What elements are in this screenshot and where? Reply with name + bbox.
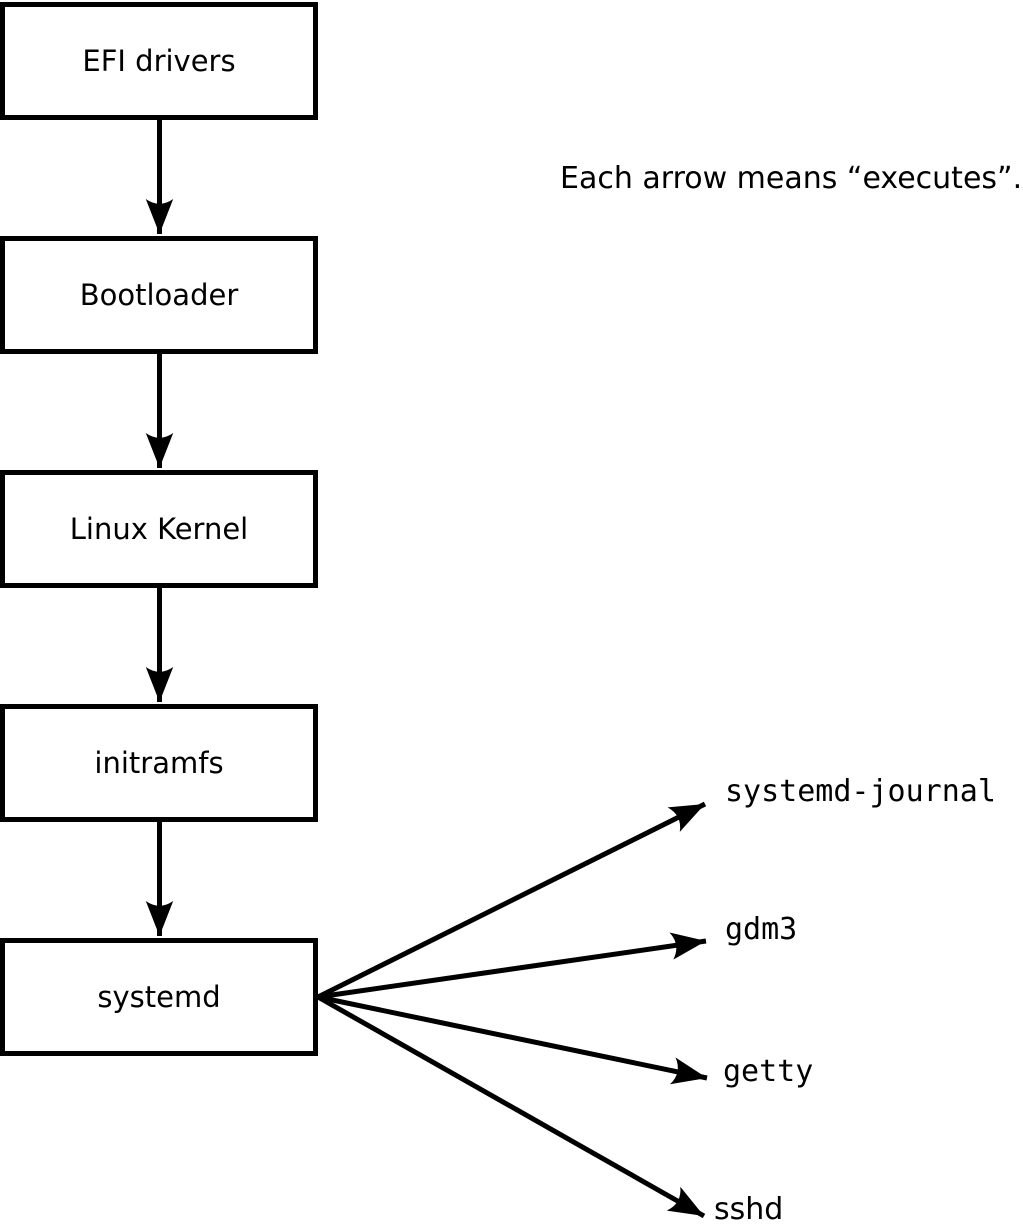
node-linux-kernel-label: Linux Kernel: [69, 511, 249, 546]
node-systemd-label: systemd: [97, 979, 221, 1014]
node-efi-drivers-label: EFI drivers: [82, 43, 236, 78]
node-initramfs-label: initramfs: [94, 745, 224, 780]
arrow-systemd-to-getty: [317, 994, 708, 1085]
node-systemd: systemd: [0, 938, 318, 1056]
node-bootloader: Bootloader: [0, 236, 318, 354]
label-sshd: sshd: [714, 1192, 784, 1227]
label-systemd-journal: systemd-journal: [725, 774, 996, 809]
arrow-systemd-to-sshd: [316, 994, 706, 1219]
node-linux-kernel: Linux Kernel: [0, 470, 318, 588]
node-initramfs: initramfs: [0, 704, 318, 822]
label-gdm3: gdm3: [725, 912, 798, 947]
arrow-meaning-note: Each arrow means “executes”.: [560, 161, 1023, 196]
label-getty: getty: [723, 1054, 814, 1089]
arrow-systemd-to-gdm3: [317, 932, 707, 1000]
node-bootloader-label: Bootloader: [79, 277, 239, 312]
arrow-systemd-to-journal: [316, 801, 707, 1000]
node-efi-drivers: EFI drivers: [0, 2, 318, 120]
